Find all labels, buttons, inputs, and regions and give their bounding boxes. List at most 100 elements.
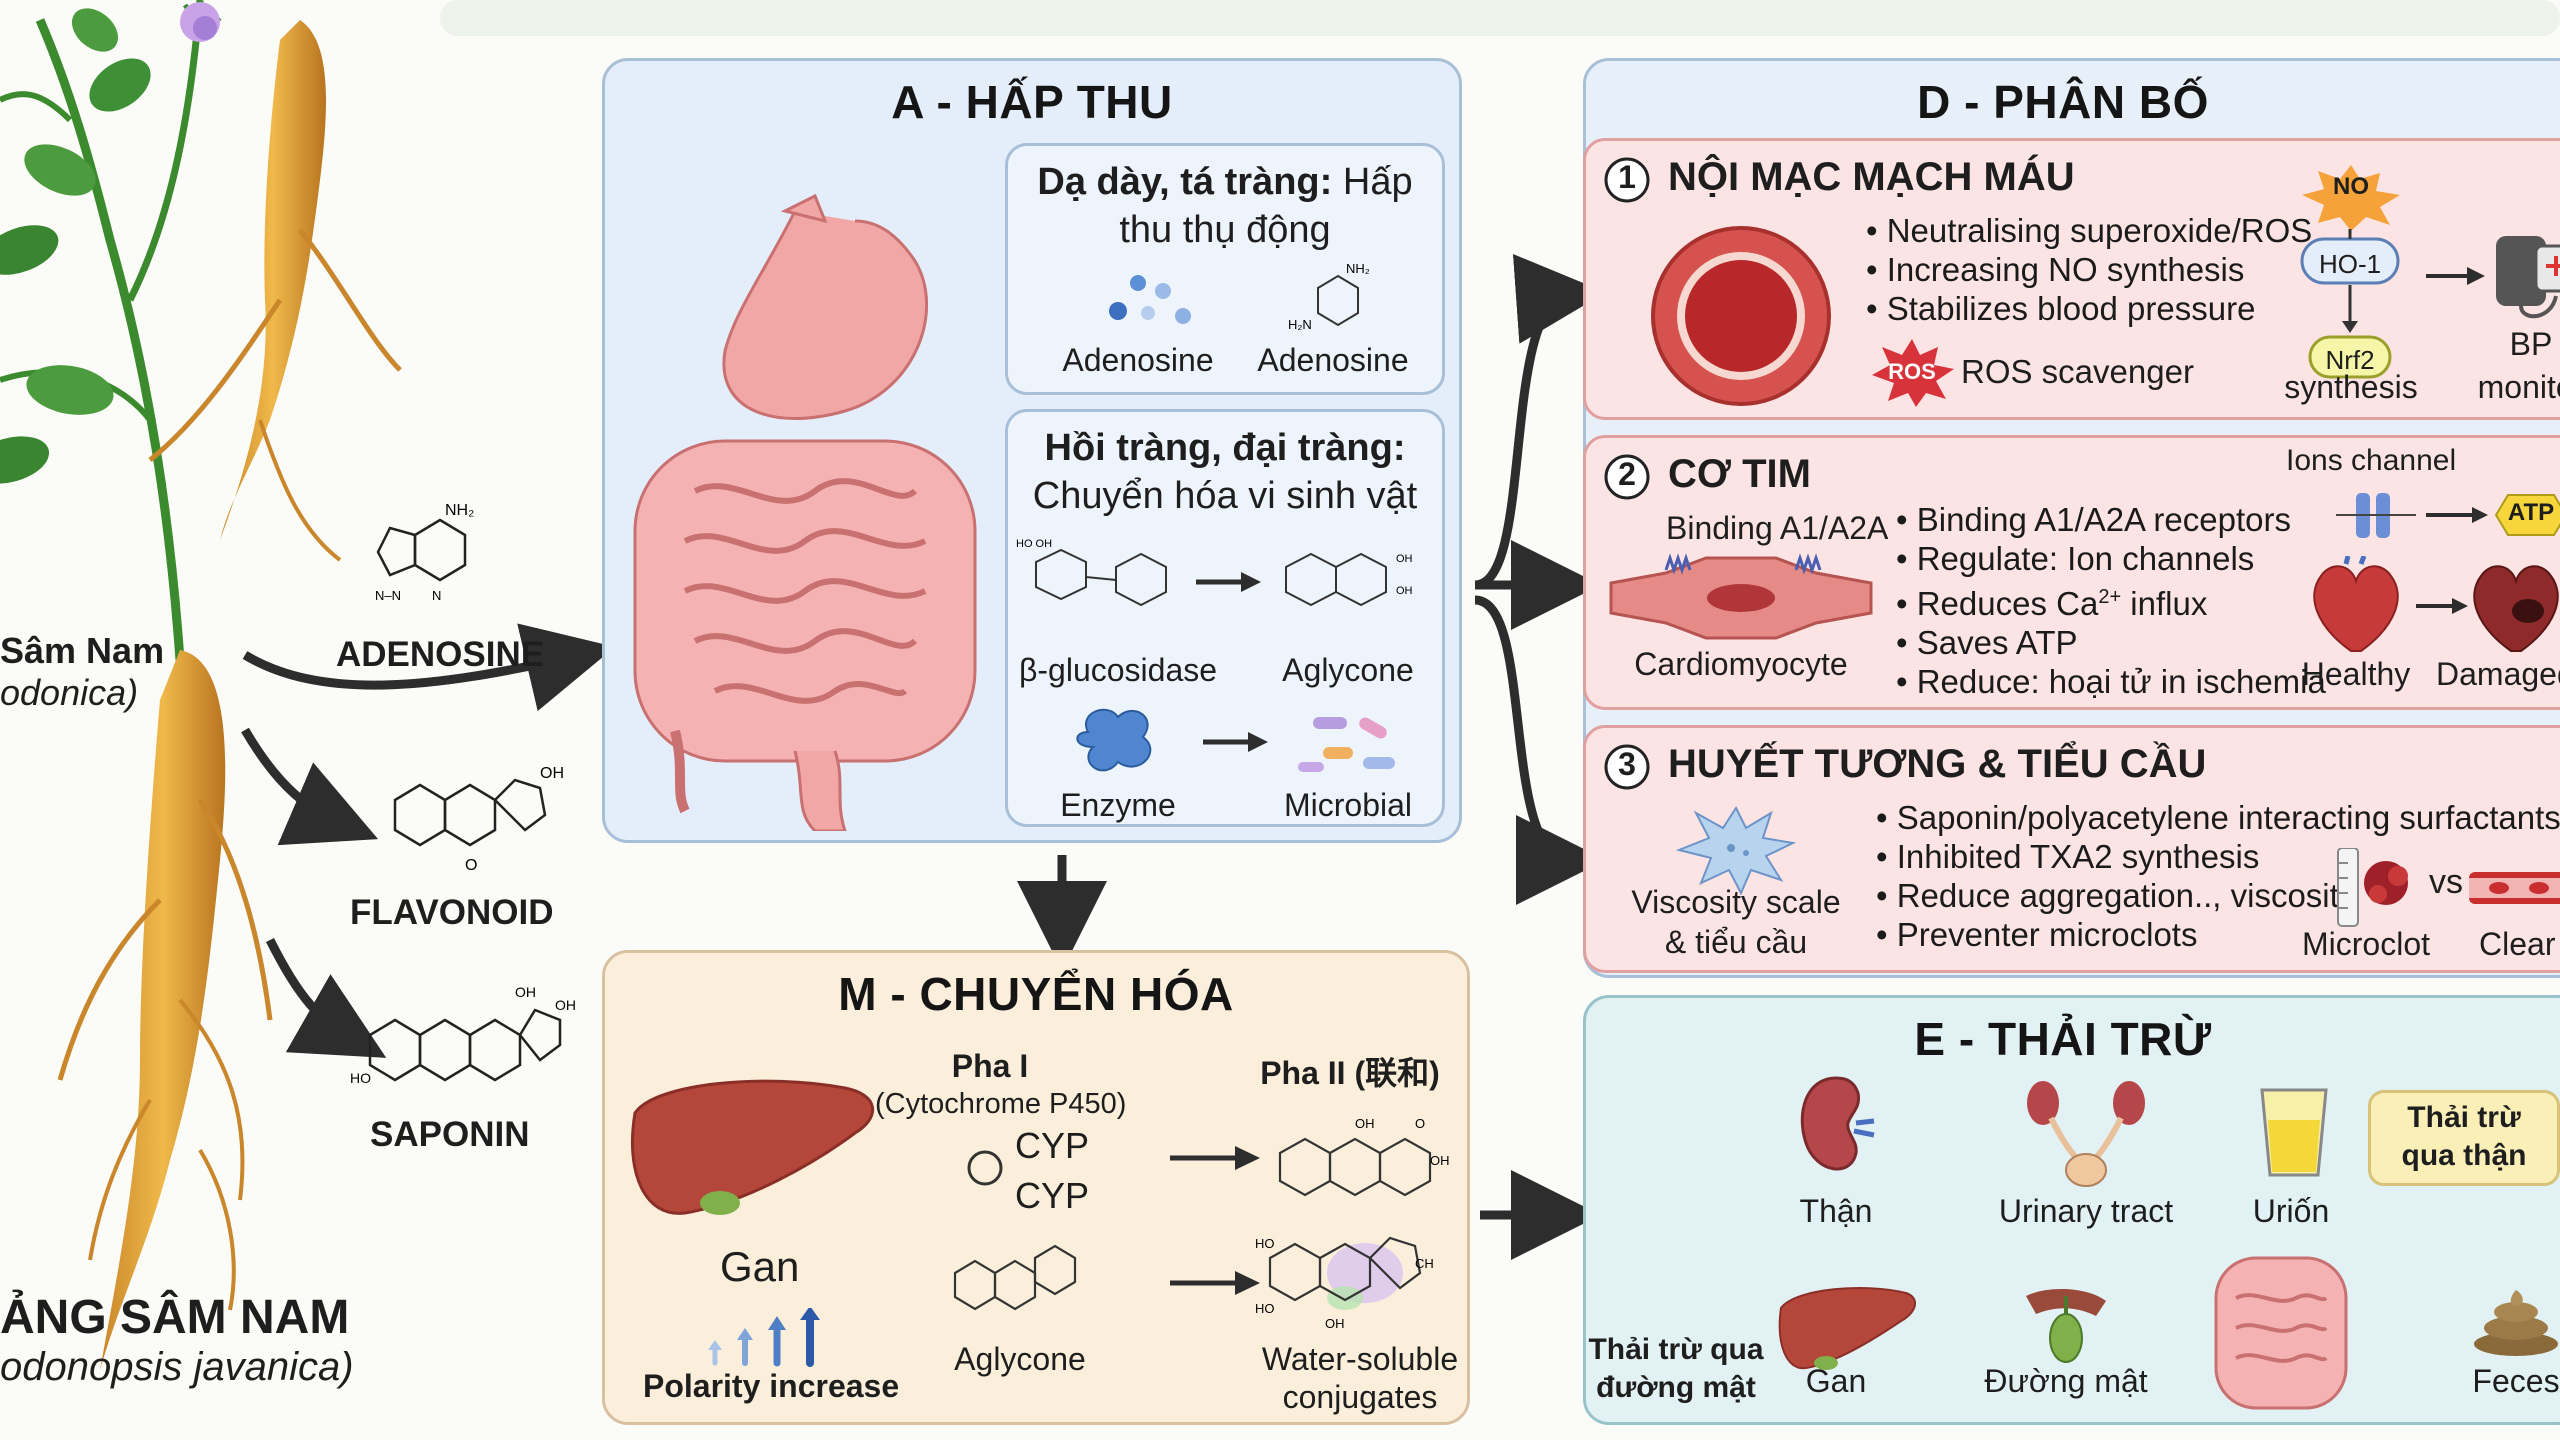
svg-text:OH: OH [1325,1316,1345,1331]
pathway-arrow [2426,267,2485,285]
cyp-label-1: CYP [1015,1125,1090,1166]
svg-text:HO: HO [1255,1236,1275,1251]
cyp-ring-icon [967,1150,1003,1186]
excretion-title: E - THẢI TRỪ [1914,1013,2212,1065]
glucoside-conversion-icon: HO OH OH OH [1016,538,1413,607]
binding-label: Binding A1/A2A [1666,510,1889,546]
viscosity-label: Viscosity scale [1631,884,1841,920]
liver-small-label: Gan [1805,1363,1867,1399]
ros-badge-label: ROS [1888,359,1936,384]
intestine-small-icon [2214,1256,2348,1410]
svg-text:OH: OH [555,997,576,1013]
plant-scientific-name: odonica) [0,672,139,713]
liver-icon [630,1079,874,1215]
intestine-heading: Hồi tràng, đại tràng: [1044,427,1406,469]
metabolism-title: M - CHUYỂN HÓA [838,968,1234,1020]
svg-text:N–N: N–N [375,588,401,603]
renal-excretion-label: Thải trừ [2407,1101,2521,1134]
svg-text:NH₂: NH₂ [1346,261,1370,276]
synthesis-label: synthesis [2284,369,2418,405]
ions-channel-label: Ions channel [2286,444,2457,477]
svg-text:NH₂: NH₂ [445,502,474,519]
intestine-subpanel: Hồi tràng, đại tràng: Chuyển hóa vi sinh… [1005,409,1445,827]
excretion-panel: E - THẢI TRỪ Thận Urinary tract Uriốn Th… [1583,995,2560,1425]
cardiomyocyte-icon [1609,553,1873,640]
plasma-subpanel: 3 HUYẾT TƯƠNG & TIỂU CẦU Viscosity scale… [1583,725,2560,973]
no-pathway-icon [2300,229,2400,379]
svg-text:OH: OH [1396,553,1413,565]
phase2-product-icon: OH O OH [1278,1116,1450,1197]
intestine-heading-line2: Chuyển hóa vi sinh vật [1032,475,1418,517]
label-beta-glucosidase: β-glucosidase [1018,652,1218,688]
svg-text:OH: OH [1396,585,1413,597]
molecule-dots-icon [1109,275,1191,324]
number-badge-2 [1604,454,1650,500]
liver-label: Gan [720,1243,800,1290]
svg-text:HO: HO [1255,1301,1275,1316]
polarity-label: Polarity increase [643,1368,900,1404]
vascular-bullet: • Increasing NO synthesis [1866,251,2245,288]
absorption-title: A - HẤP THU [891,76,1173,128]
atp-label: ATP [2507,499,2555,526]
clear-label: Clear [2479,926,2556,962]
svg-text:O: O [465,857,477,874]
phase1-label: Pha I [951,1048,1029,1084]
flavonoid-structure-icon: OH O [393,765,564,874]
bile-duct-label: Đường mật [1984,1363,2148,1399]
biliary-excretion-label-line2: đường mật [1596,1371,1756,1404]
cardiomyocyte-label: Cardiomyocyte [1634,646,1848,682]
absorption-panel: A - HẤP THU Dạ dày, tá tràng: Hấp thu th… [602,58,1462,843]
saponin-structure-icon: OH OH HO [350,984,576,1086]
kidney-icon [1800,1076,1875,1171]
vascular-number: 1 [1618,159,1636,195]
metabolism-panel: M - CHUYỂN HÓA Gan Polarity increase Pha… [602,950,1470,1425]
phase1-sublabel: (Cytochrome P450) [875,1088,1127,1120]
urinary-tract-label: Urinary tract [1998,1193,2174,1229]
svg-text:H₂N: H₂N [1288,317,1312,332]
digestive-tract-icon [633,193,977,831]
polarity-arrows-icon [708,1308,820,1367]
cardiac-bullets: • Binding A1/A2A receptors • Regulate: I… [1896,500,2326,701]
cardiac-bullet: • Binding A1/A2A receptors [1896,501,2291,538]
svg-text:OH: OH [540,765,564,782]
cardiac-bullet: • Saves ATP [1896,624,2078,661]
svg-text:OH: OH [1430,1153,1450,1168]
conjugates-label-line2: conjugates [1282,1379,1438,1415]
cardiac-bullet: • Reduces Ca [1896,585,2099,622]
plasma-bullet: • Reduce aggregation.., viscosity [1876,877,2356,914]
microclot-label: Microclot [2301,926,2430,962]
versus-label: vs [2429,863,2463,901]
no-label: NO [2333,173,2369,200]
vascular-subpanel: 1 NỘI MẠC MẠCH MÁU • Neutralising supero… [1583,138,2560,420]
urinary-tract-icon [2027,1081,2145,1187]
stomach-subpanel: Dạ dày, tá tràng: Hấp thu thụ động NH₂ H… [1005,143,1445,395]
stomach-heading: Dạ dày, tá tràng: [1037,161,1333,203]
bp-monitor-label: BP [2509,326,2553,362]
vascular-title: NỘI MẠC MẠCH MÁU [1668,155,2075,199]
renal-excretion-label-line2: qua thận [2401,1139,2527,1172]
cardiac-bullet: • Regulate: Ion channels [1896,540,2255,577]
cardiac-number: 2 [1618,456,1636,492]
lower-root [57,650,273,1370]
cardiac-title: CƠ TIM [1668,452,1811,496]
label-enzyme: Enzyme [1060,787,1176,823]
plasma-number: 3 [1618,746,1636,782]
biliary-excretion-label: Thải trừ qua [1588,1333,1764,1366]
plasma-title: HUYẾT TƯƠNG & TIỂU CẦU [1668,742,2207,786]
label-aglycone: Aglycone [1282,652,1414,688]
svg-text:OH: OH [515,984,536,1000]
heart-comparison-icon [2313,556,2559,652]
compound-arrows [241,623,616,1058]
kidney-label: Thận [1799,1193,1873,1229]
ho1-label: HO-1 [2318,249,2382,279]
nrf2-label: Nrf2 [2325,345,2375,375]
plasma-bullets: • Saponin/polyacetylene interacting surf… [1876,798,2560,954]
phase-arrow-1 [1170,1146,1260,1170]
plant-title: ẢNG SÂM NAM [0,1291,350,1344]
ros-burst-icon [1872,339,1954,407]
distribution-title: D - PHÂN BỐ [1917,76,2209,128]
number-badge-3 [1604,744,1650,790]
number-badge-1 [1604,157,1650,203]
vascular-bullet: • Neutralising superoxide/ROS [1866,212,2313,249]
cyp-label-2: CYP [1015,1175,1090,1216]
